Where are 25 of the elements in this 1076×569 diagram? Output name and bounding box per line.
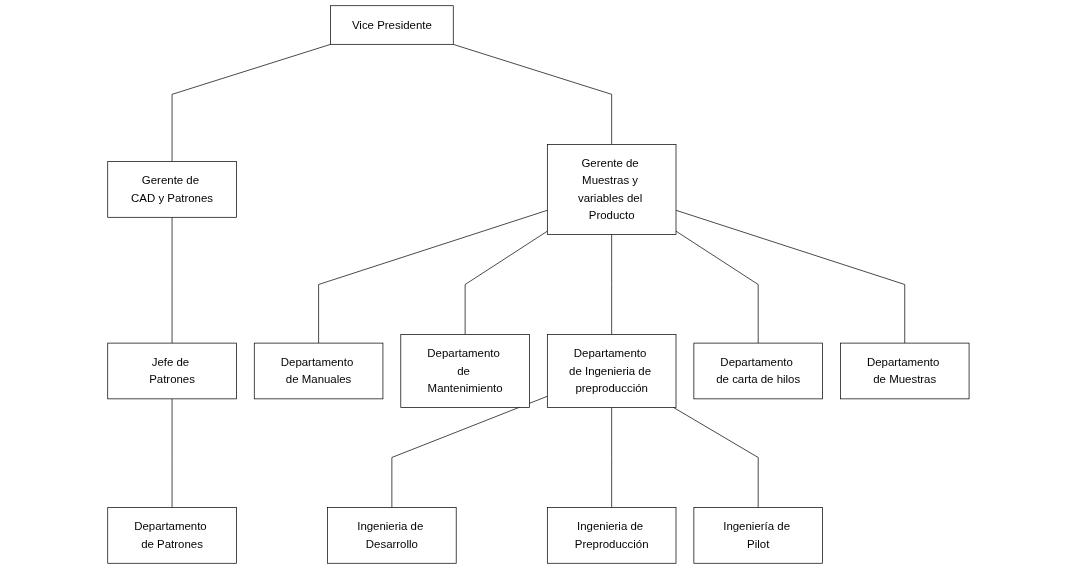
connector bbox=[452, 43, 612, 145]
connector bbox=[317, 209, 548, 344]
node-box: Vice Presidente bbox=[329, 5, 454, 45]
connector bbox=[675, 209, 905, 344]
connector bbox=[672, 407, 759, 508]
node-box: Departamento de Mantenimiento bbox=[400, 334, 530, 408]
node-box: Gerente de Muestras y variables del Producto bbox=[546, 144, 676, 235]
connector bbox=[610, 407, 612, 508]
node-box: Departamento de Patrones bbox=[106, 507, 237, 564]
connector bbox=[171, 43, 331, 162]
node-box: Ingenieria de Desarrollo bbox=[326, 507, 457, 564]
node-box: Gerente de CAD y Patrones bbox=[106, 161, 237, 218]
connector bbox=[464, 230, 548, 335]
connector bbox=[391, 395, 548, 508]
connector bbox=[171, 216, 172, 344]
connector bbox=[610, 234, 612, 335]
connector bbox=[675, 230, 759, 344]
node-box: Ingeniería de Pilot bbox=[693, 507, 823, 564]
connector bbox=[171, 398, 172, 508]
node-box: Ingenieria de Preproducción bbox=[546, 507, 676, 564]
node-box: Departamento de Manuales bbox=[253, 342, 383, 400]
node-box: Departamento de Muestras bbox=[839, 342, 969, 400]
node-box: Departamento de carta de hilos bbox=[693, 342, 823, 400]
node-box: Jefe de Patrones bbox=[106, 342, 237, 400]
node-box: Departamento de Ingenieria de preproducción bbox=[546, 334, 676, 408]
